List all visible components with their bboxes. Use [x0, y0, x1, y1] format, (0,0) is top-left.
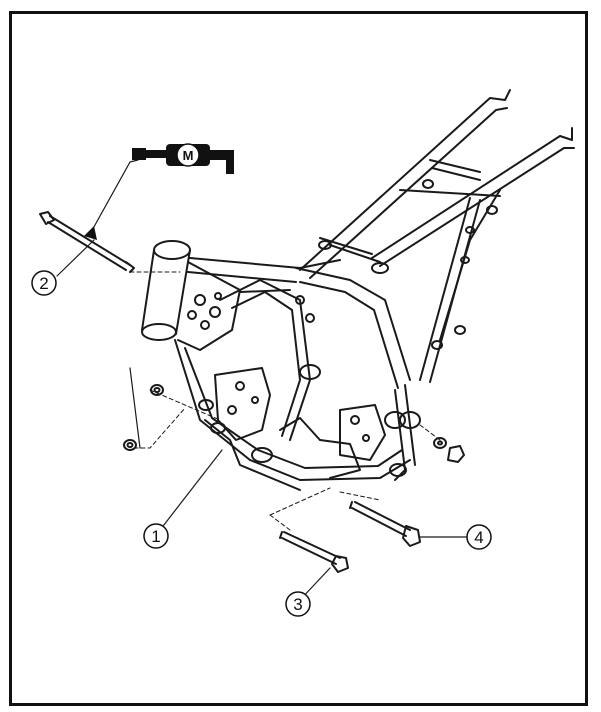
callout-1: 1: [143, 523, 169, 549]
down-tubes: [174, 279, 421, 491]
callout-4-label: 4: [474, 528, 483, 547]
right-nut-washer: [433, 437, 465, 463]
lubricant-symbol-label: M: [183, 148, 194, 163]
callout-3-label: 3: [293, 595, 302, 614]
main-top-tubes: [187, 257, 411, 389]
mounting-guide-lines: [129, 271, 441, 531]
callout-2: 2: [31, 270, 57, 296]
rear-subframe: [299, 89, 575, 383]
grease-gun-icon: M: [132, 143, 234, 174]
callout-1-label: 1: [151, 527, 160, 546]
left-collars: [123, 367, 164, 451]
steering-head: [141, 240, 241, 351]
leader-lines: [56, 159, 468, 601]
engine-bracket: [214, 367, 386, 479]
callout-2-label: 2: [39, 274, 48, 293]
bolt-2: [39, 211, 135, 273]
callout-3: 3: [285, 591, 311, 617]
bolt-3: [279, 531, 349, 573]
bolt-4: [349, 501, 421, 547]
callout-4: 4: [466, 524, 492, 550]
leader-arrowhead: [84, 226, 97, 240]
